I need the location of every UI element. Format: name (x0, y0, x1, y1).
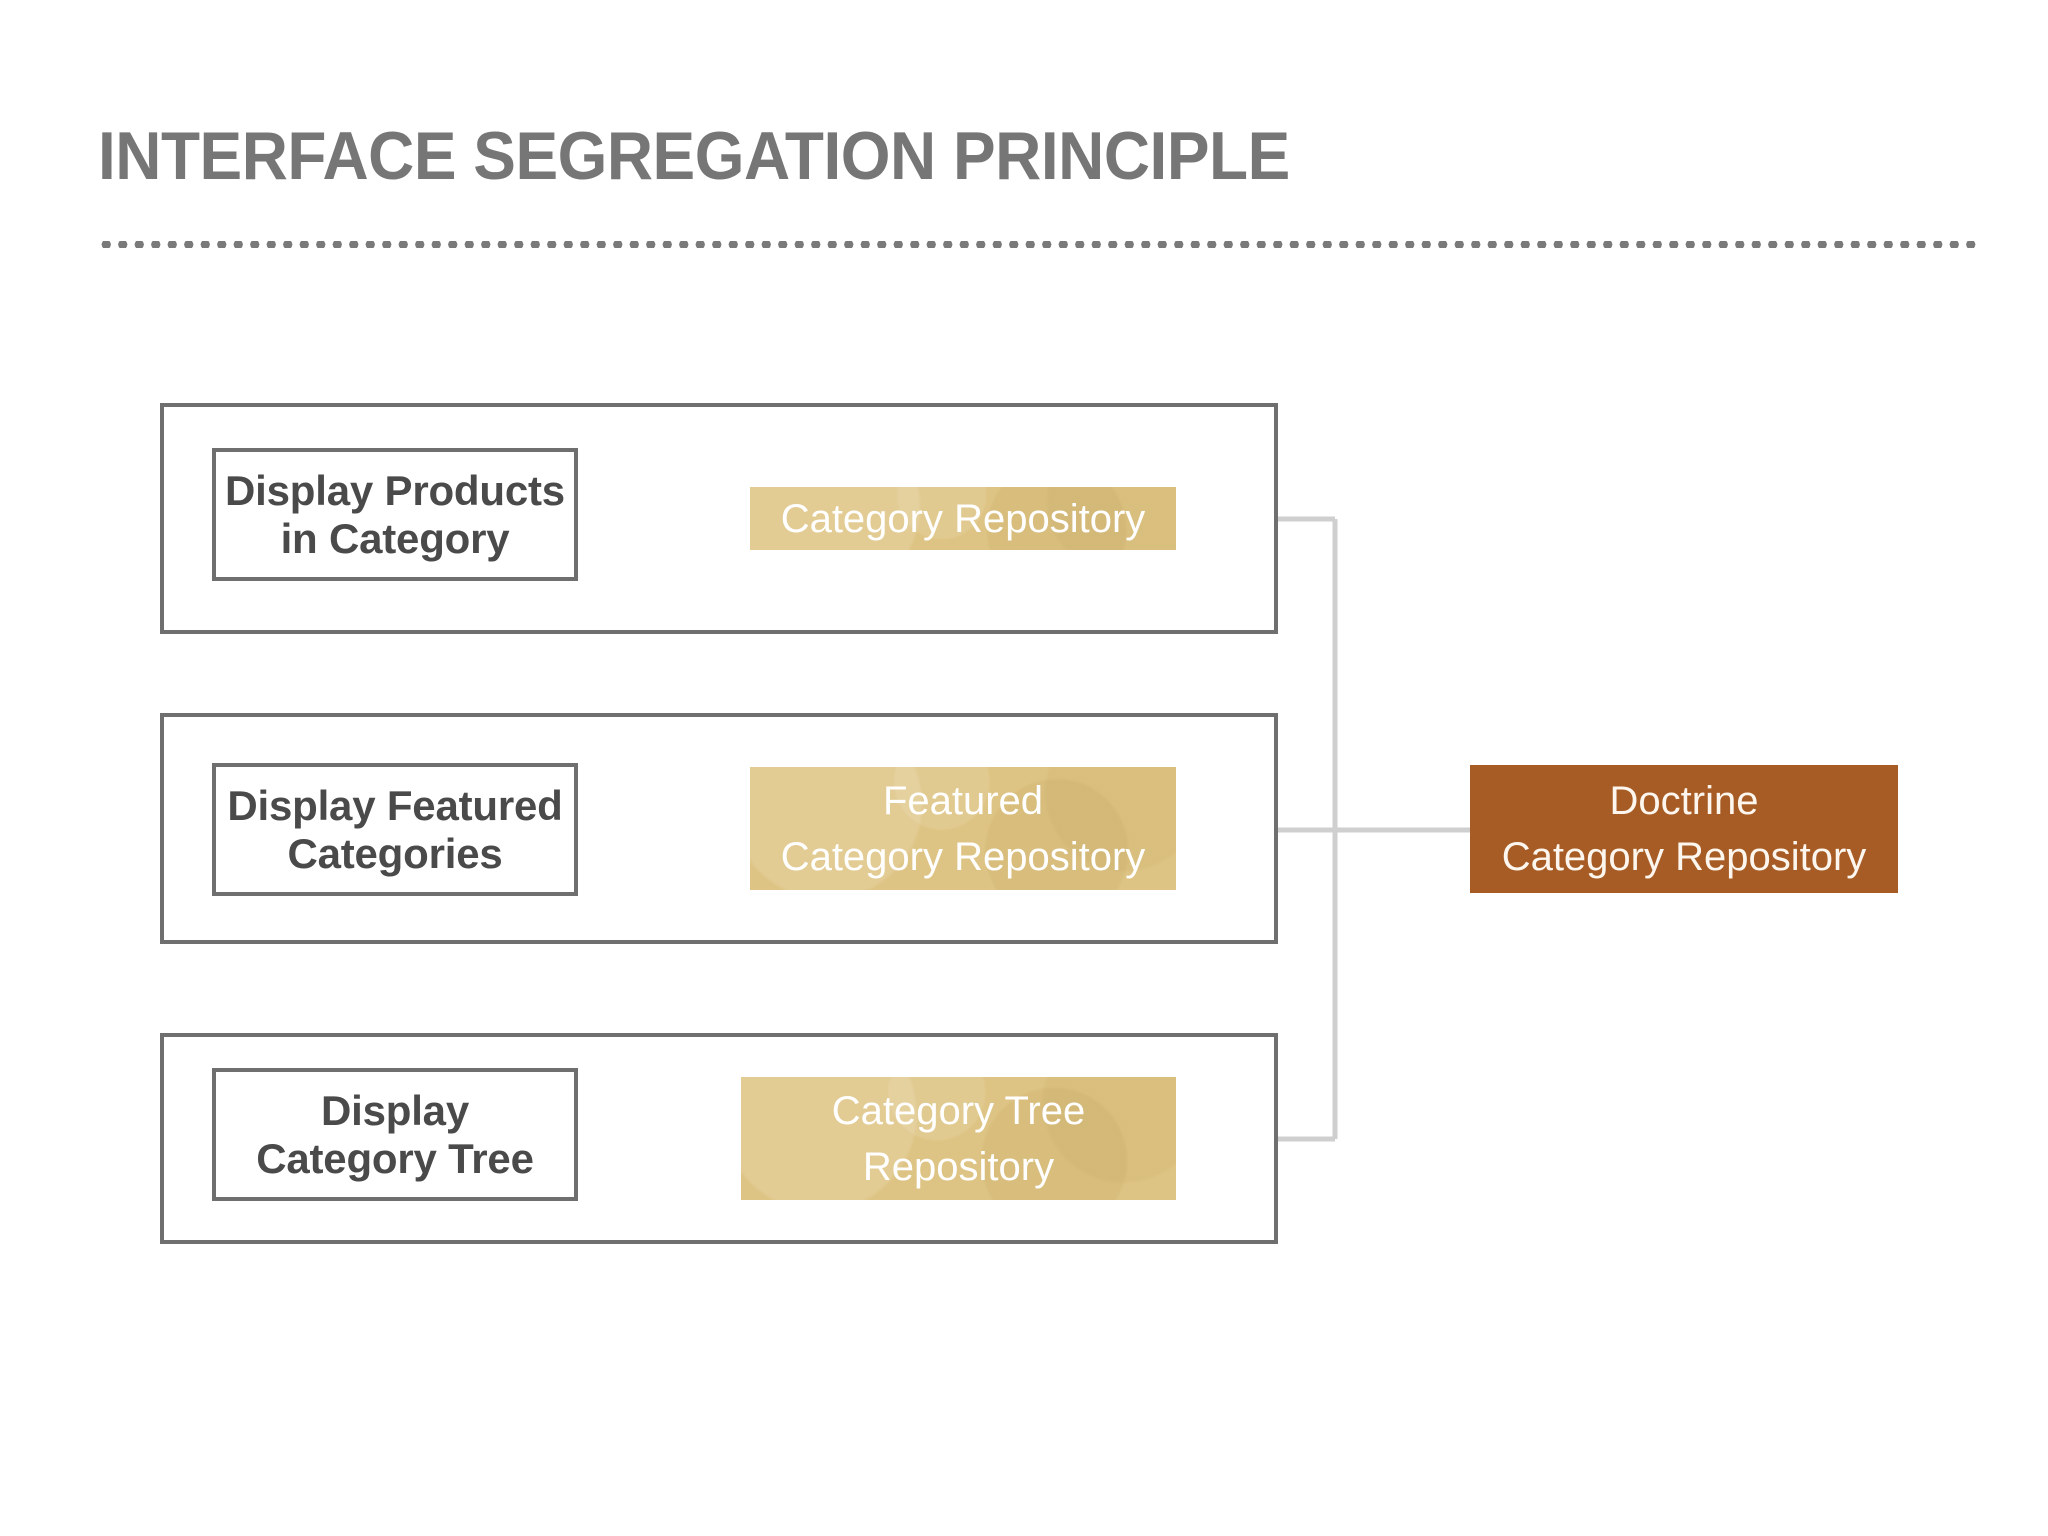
interface-box-category-tree-repository[interactable]: Category Tree Repository (741, 1077, 1176, 1200)
interface-box-category-repository[interactable]: Category Repository (750, 487, 1176, 550)
page-title: INTERFACE SEGREGATION PRINCIPLE (98, 118, 1290, 194)
client-box-1-label: Display Products in Category (225, 466, 565, 562)
interface-box-featured-category-repository[interactable]: Featured Category Repository (750, 767, 1176, 890)
interface-box-2-label: Featured Category Repository (780, 778, 1146, 879)
client-box-display-featured-categories[interactable]: Display Featured Categories (212, 763, 578, 896)
title-divider (98, 241, 1980, 248)
interface-box-3-label: Category Tree Repository (831, 1088, 1086, 1189)
implementation-box-label: Doctrine Category Repository (1501, 779, 1867, 879)
client-box-display-category-tree[interactable]: Display Category Tree (212, 1068, 578, 1201)
implementation-box-doctrine-category-repository[interactable]: Doctrine Category Repository (1470, 765, 1898, 893)
client-box-3-label: Display Category Tree (256, 1086, 534, 1182)
client-box-2-label: Display Featured Categories (227, 781, 563, 877)
client-box-display-products-in-category[interactable]: Display Products in Category (212, 448, 578, 581)
interface-box-1-label: Category Repository (780, 496, 1146, 541)
